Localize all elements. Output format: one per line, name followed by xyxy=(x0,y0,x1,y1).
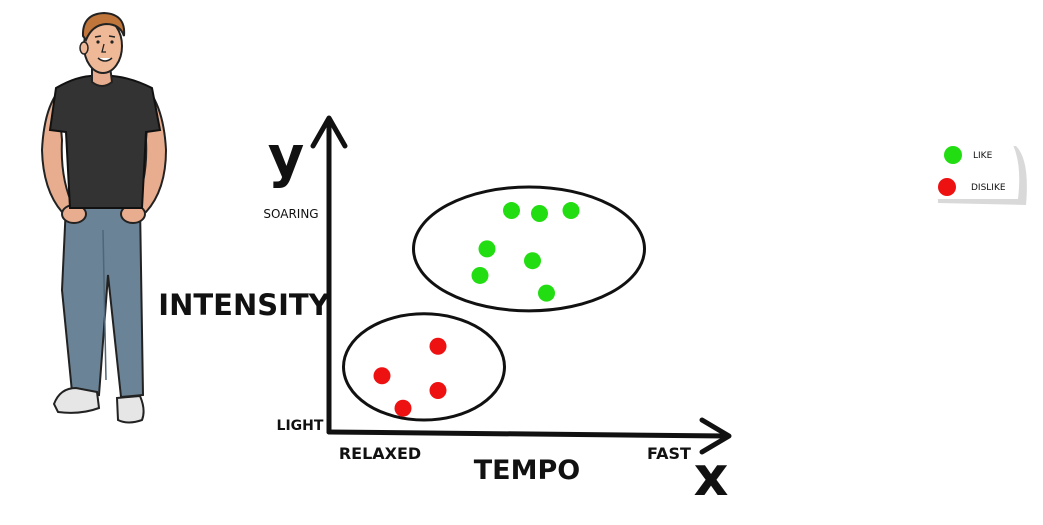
cluster-ellipse-like xyxy=(412,185,646,313)
legend: LIKE DISLIKE xyxy=(934,145,1027,205)
point-dislike-3 xyxy=(429,382,447,399)
point-like-5 xyxy=(524,252,541,270)
chart-axes xyxy=(310,115,732,455)
data-points xyxy=(373,202,580,417)
legend-dislike-dot xyxy=(938,178,956,196)
point-like-1 xyxy=(503,202,520,220)
person-illustration xyxy=(40,11,168,424)
point-like-4 xyxy=(478,240,496,258)
cluster-ellipse-dislike xyxy=(342,312,506,422)
x-axis-line xyxy=(326,429,729,439)
point-dislike-2 xyxy=(373,367,391,385)
x-axis-letter: x xyxy=(694,445,729,508)
y-axis-arrowhead xyxy=(310,115,348,149)
point-dislike-4 xyxy=(394,399,412,417)
point-like-2 xyxy=(531,205,548,222)
x-axis-title: TEMPO xyxy=(474,455,580,486)
y-tick-label-light: LIGHT xyxy=(277,418,324,434)
x-tick-label-relaxed: RELAXED xyxy=(339,444,421,463)
legend-like-dot xyxy=(944,146,962,164)
legend-dislike-label: DISLIKE xyxy=(971,183,1006,193)
cluster-ellipses xyxy=(342,185,646,422)
point-like-7 xyxy=(538,284,555,302)
point-like-6 xyxy=(471,266,489,284)
x-axis-arrowhead xyxy=(699,417,732,455)
x-tick-label-fast: FAST xyxy=(647,444,691,463)
y-tick-label-soaring: SOARING xyxy=(263,207,318,221)
legend-like-label: LIKE xyxy=(973,151,993,161)
y-axis-letter: y xyxy=(268,125,305,190)
point-like-3 xyxy=(562,202,580,220)
point-dislike-1 xyxy=(429,337,447,355)
y-axis-title: INTENSITY xyxy=(158,288,330,322)
